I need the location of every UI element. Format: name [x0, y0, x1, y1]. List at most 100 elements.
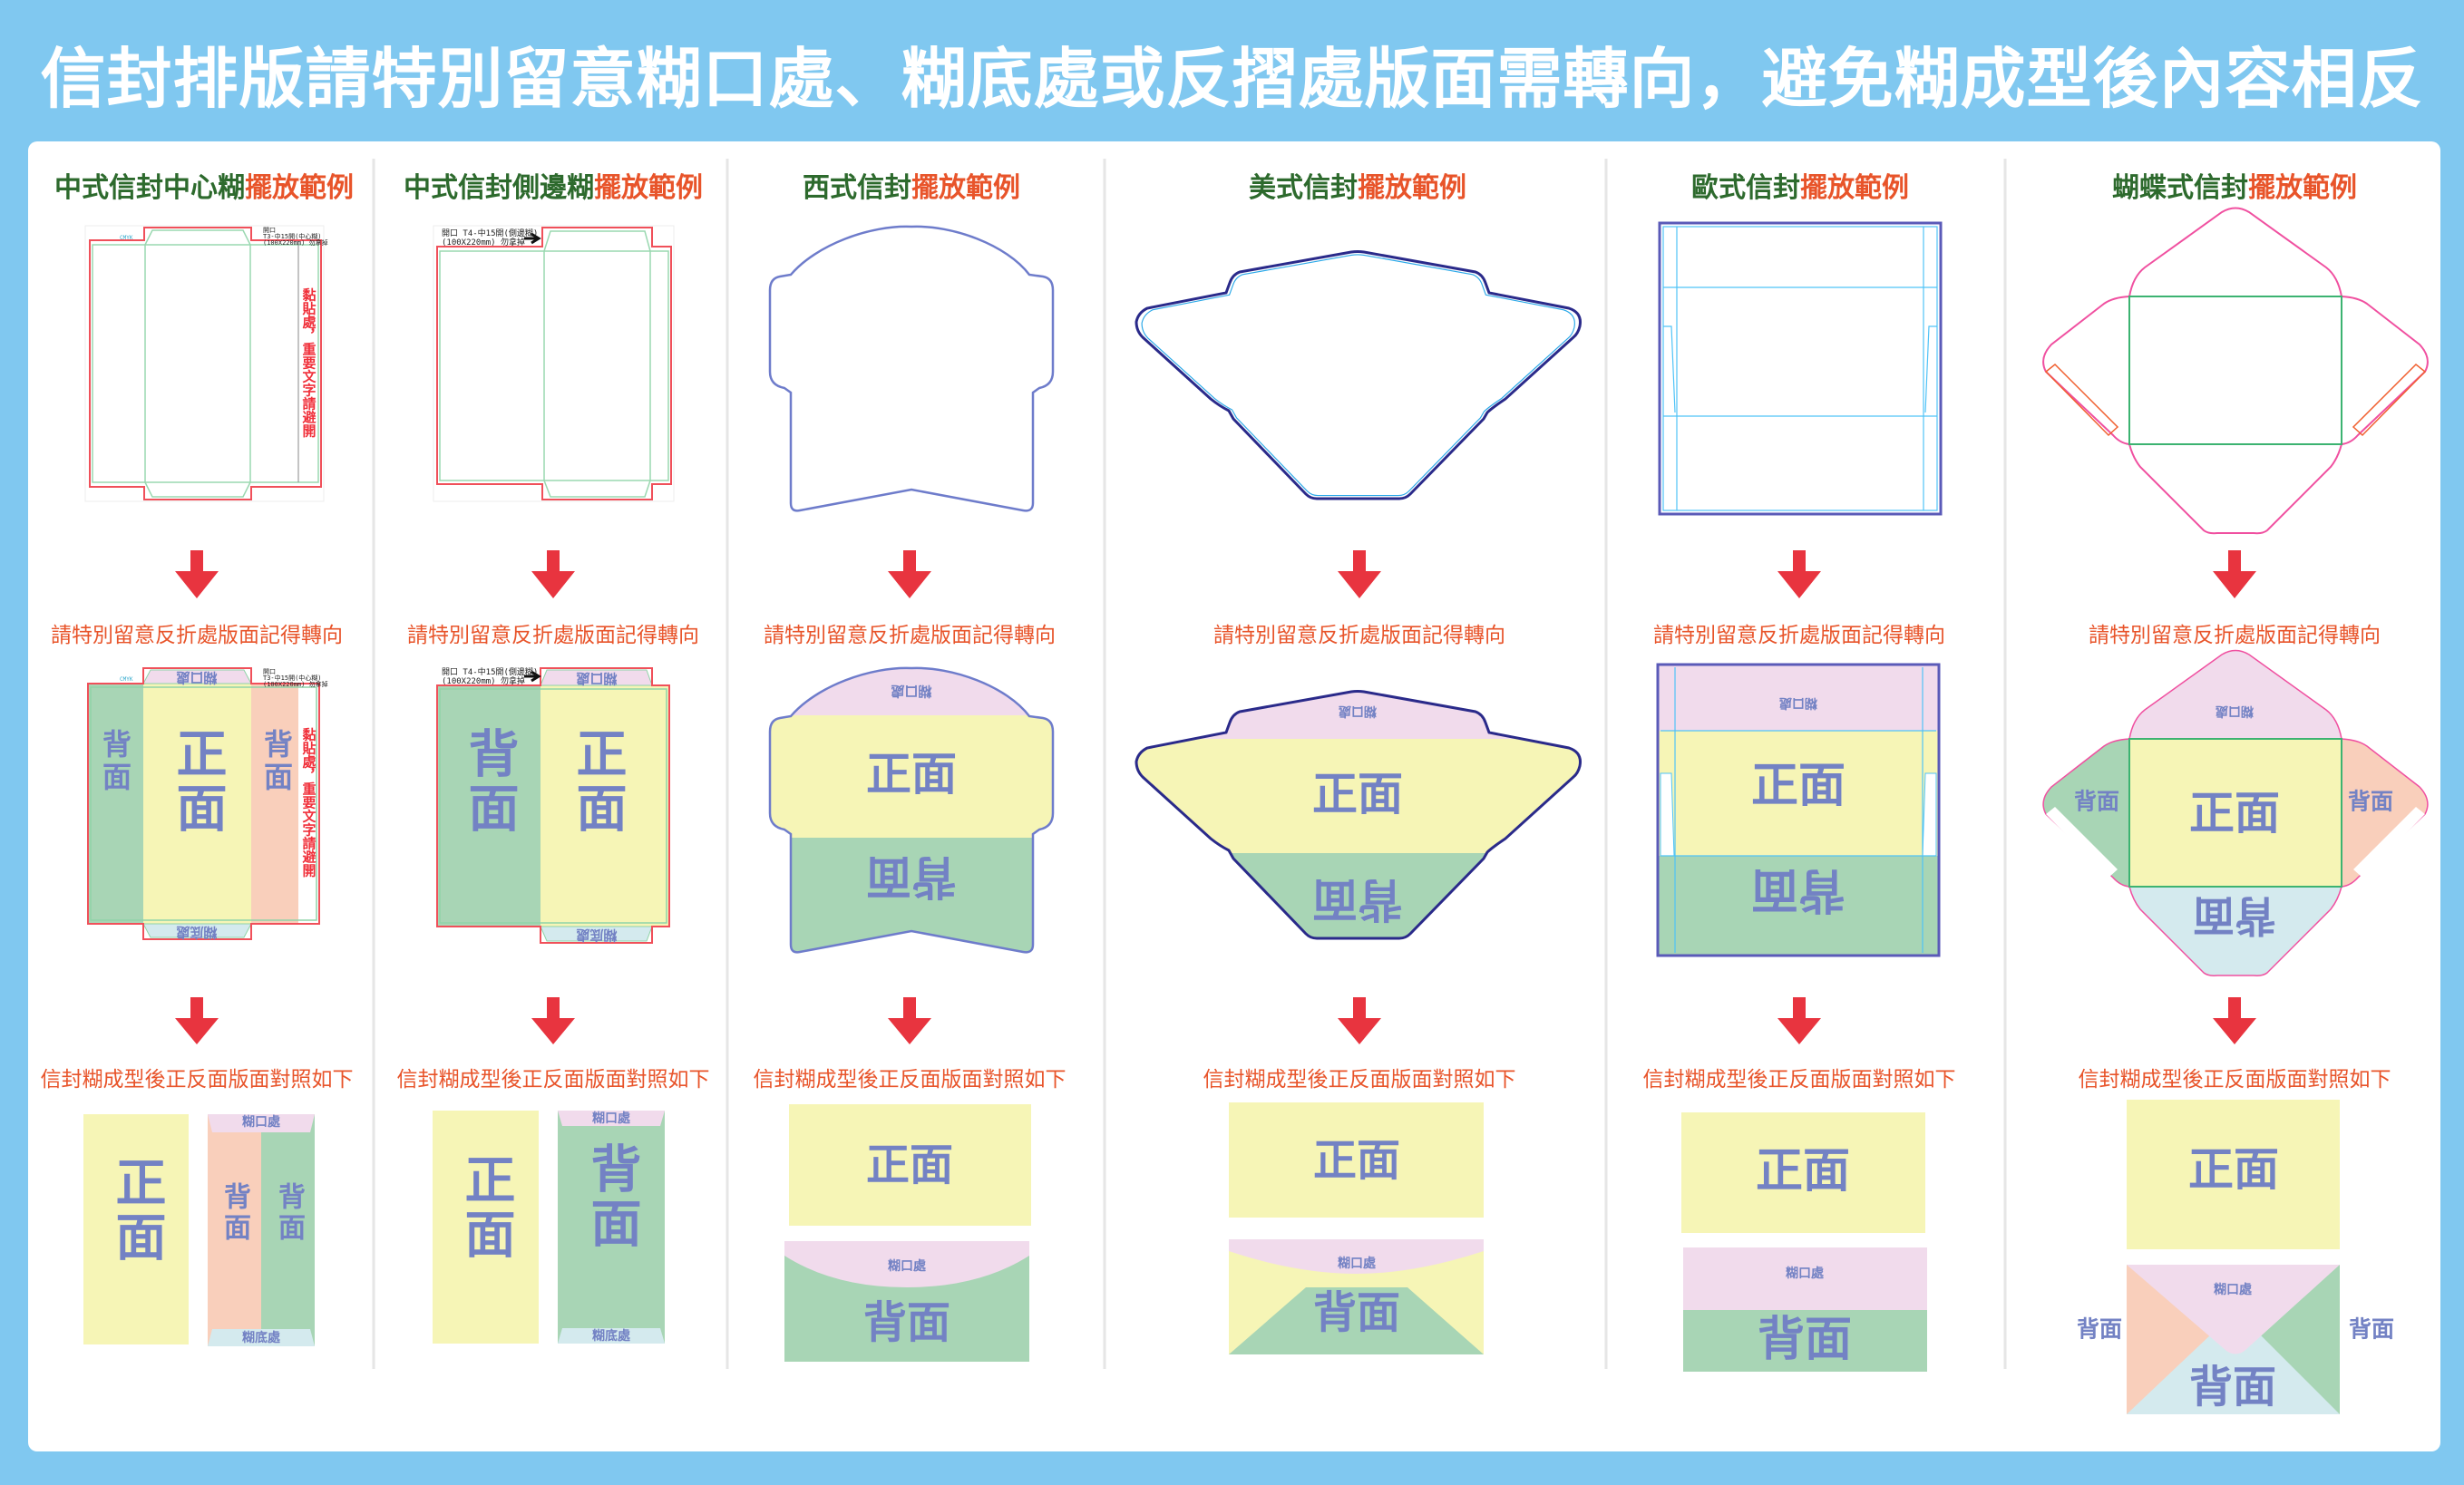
european-result [1681, 1112, 1927, 1372]
arrow-right-icon [524, 670, 541, 683]
arrow-down-icon [2213, 550, 2256, 598]
back-label: 背面 [259, 729, 294, 794]
arrow-down-icon [888, 550, 931, 598]
glue-open-label: 糊口處 [1338, 1257, 1376, 1271]
side-glue-layout [436, 667, 670, 944]
butterfly-template [2042, 207, 2429, 535]
back-label: 背面 [2347, 788, 2394, 815]
front-label: 正面 [107, 1156, 166, 1265]
arrow-down-icon [888, 997, 931, 1044]
back-label: 背面 [2073, 788, 2120, 815]
western-layout [768, 666, 1055, 954]
glue-open-label: 糊口處 [888, 1259, 926, 1274]
front-label: 正面 [865, 1140, 954, 1190]
back-label: 背面 [582, 1142, 641, 1251]
back-label: 背面 [1750, 862, 1846, 917]
front-label: 正面 [2188, 1143, 2279, 1196]
back-label: 背面 [1312, 1287, 1401, 1338]
glue-open-label: 糊口處 [592, 1111, 630, 1126]
caption-step2: 請特別留意反折處版面記得轉向 [2089, 624, 2381, 647]
center-glue-template [84, 225, 325, 502]
caption-step2: 請特別留意反折處版面記得轉向 [1213, 624, 1505, 647]
caption-step3: 信封糊成型後正反面版面對照如下 [2078, 1068, 2391, 1092]
back-label: 背面 [273, 1182, 305, 1244]
glue-open-label: 糊口處 [2214, 1283, 2252, 1297]
glue-open-label: 糊口處 [1339, 704, 1377, 718]
side-glue-result [433, 1111, 665, 1344]
glue-note: 黏貼處，重要文字請避開 [300, 287, 317, 438]
column-heading: 蝴蝶式信封擺放範例 [2112, 172, 2357, 204]
american-template [1135, 250, 1582, 500]
back-label: 背面 [1757, 1313, 1853, 1367]
arrow-down-icon [1777, 550, 1821, 598]
front-label: 正面 [568, 727, 627, 836]
center-glue-result [83, 1114, 315, 1346]
butterfly-layout [2042, 649, 2429, 976]
glue-open-label: 糊口處 [1779, 695, 1817, 710]
glue-bottom-label: 糊底處 [592, 1329, 630, 1344]
western-template [768, 225, 1055, 512]
back-label: 背面 [460, 727, 519, 836]
back-label: 背面 [98, 729, 132, 794]
glue-note: 黏貼處，重要文字請避開 [300, 727, 317, 878]
back-label: 背面 [862, 1297, 951, 1348]
arrow-down-icon [1777, 997, 1821, 1044]
front-label: 正面 [1312, 768, 1403, 820]
caption-step2: 請特別留意反折處版面記得轉向 [1653, 624, 1945, 647]
back-label: 背面 [219, 1182, 250, 1244]
butterfly-result [2127, 1100, 2340, 1414]
american-result [1229, 1102, 1484, 1354]
back-label: 背面 [2076, 1315, 2123, 1343]
cmyk-mark: CMYK [120, 676, 133, 683]
glue-open-label: 糊口處 [891, 683, 932, 700]
center-glue-layout [87, 667, 320, 940]
column-heading: 中式信封中心糊擺放範例 [54, 172, 354, 204]
glue-bottom-label: 糊底處 [242, 1331, 280, 1345]
side-glue-template [433, 225, 675, 502]
front-label: 正面 [168, 727, 227, 836]
caption-step3: 信封糊成型後正反面版面對照如下 [1203, 1068, 1516, 1092]
back-label: 背面 [2188, 1362, 2277, 1412]
column-heading: 美式信封擺放範例 [1249, 172, 1466, 204]
page-title: 信封排版請特別留意糊口處、糊底處或反摺處版面需轉向，避免糊成型後內容相反 [40, 41, 2424, 117]
cmyk-mark: CMYK [120, 235, 133, 241]
front-label: 正面 [1755, 1144, 1851, 1199]
arrow-down-icon [175, 550, 219, 598]
caption-step3: 信封糊成型後正反面版面對照如下 [396, 1068, 710, 1092]
western-result [784, 1104, 1031, 1362]
arrow-down-icon [175, 997, 219, 1044]
opening-note: 開口 T4-中15開(側邊糊)(100X220mm) 勿拿掉 [442, 229, 539, 248]
arrow-down-icon [2213, 997, 2256, 1044]
column-dividers [372, 159, 2007, 1369]
back-label: 背面 [2348, 1315, 2395, 1343]
arrow-right-icon [524, 232, 541, 245]
glue-open-label: 糊口處 [576, 670, 618, 687]
front-label: 正面 [456, 1153, 515, 1262]
glue-open-label: 糊口處 [1786, 1267, 1824, 1281]
glue-open-label: 糊口處 [176, 669, 218, 686]
front-label: 正面 [1750, 759, 1846, 813]
front-label: 正面 [1312, 1135, 1401, 1186]
glue-open-label: 糊口處 [242, 1115, 280, 1130]
back-label: 背面 [1312, 873, 1403, 926]
column-heading: 歐式信封擺放範例 [1691, 172, 1909, 204]
caption-step2: 請特別留意反折處版面記得轉向 [407, 624, 699, 647]
caption-step2: 請特別留意反折處版面記得轉向 [764, 624, 1056, 647]
glue-bottom-label: 糊底處 [176, 924, 218, 941]
glue-open-label: 糊口處 [2216, 704, 2254, 718]
back-label: 背面 [2193, 891, 2276, 940]
column-heading: 中式信封側邊糊擺放範例 [404, 172, 703, 204]
caption-step3: 信封糊成型後正反面版面對照如下 [753, 1068, 1066, 1092]
opening-note: 開口 T4-中15開(側邊糊)(100X220mm) 勿拿掉 [442, 668, 539, 686]
arrow-down-icon [531, 550, 575, 598]
arrow-down-icon [1338, 997, 1381, 1044]
glue-bottom-label: 糊底處 [576, 927, 618, 944]
arrow-down-icon [531, 997, 575, 1044]
european-layout [1656, 663, 1941, 957]
arrow-down-icons [175, 550, 2256, 1044]
caption-step3: 信封糊成型後正反面版面對照如下 [1642, 1068, 1956, 1092]
back-label: 背面 [866, 850, 957, 903]
